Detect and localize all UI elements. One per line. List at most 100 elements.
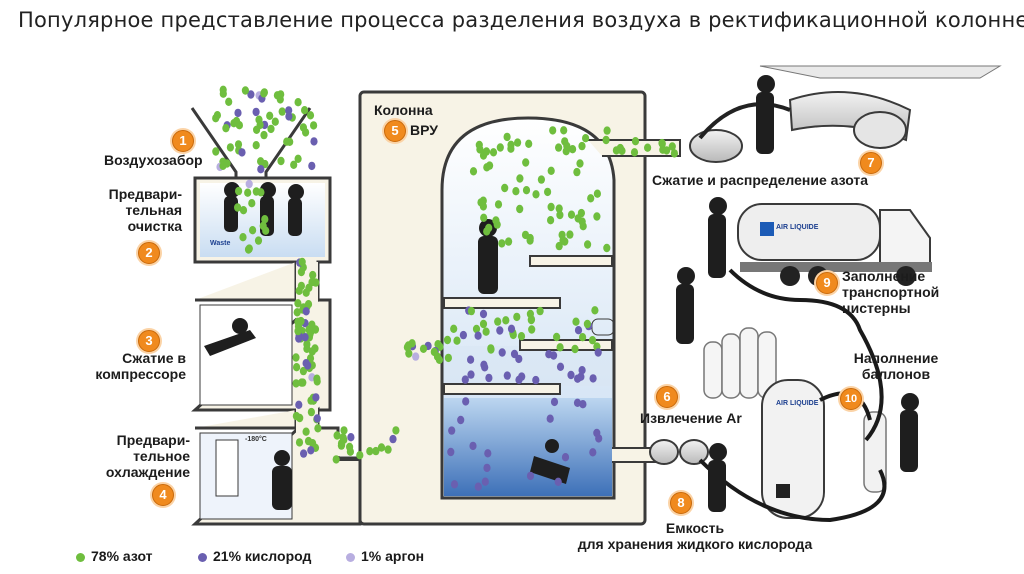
molecule-dot bbox=[310, 121, 318, 130]
molecule-dot bbox=[244, 245, 253, 254]
step-5-badge: 5 bbox=[384, 120, 406, 142]
molecule-dot bbox=[583, 319, 592, 329]
molecule-dot bbox=[561, 453, 570, 462]
molecule-dot bbox=[595, 434, 603, 443]
molecule-dot bbox=[292, 379, 300, 388]
molecule-dot bbox=[573, 398, 582, 407]
molecule-dot bbox=[249, 226, 257, 235]
step-5-label-bottom: ВРУ bbox=[410, 122, 438, 138]
molecule-dot bbox=[527, 315, 535, 325]
molecule-dot bbox=[405, 349, 413, 358]
molecule-dot bbox=[475, 140, 483, 150]
molecule-dot bbox=[447, 447, 455, 457]
molecule-dot bbox=[485, 223, 493, 233]
molecule-dot bbox=[479, 309, 488, 319]
molecule-dot bbox=[505, 237, 513, 246]
molecule-dot bbox=[513, 312, 521, 322]
molecule-dot bbox=[498, 239, 506, 248]
molecule-dot bbox=[448, 426, 456, 435]
molecule-dot bbox=[303, 344, 311, 353]
molecule-dot bbox=[501, 183, 509, 193]
molecule-dot bbox=[252, 141, 260, 150]
molecule-dot bbox=[502, 316, 510, 325]
molecule-dot bbox=[563, 141, 571, 151]
molecule-dot bbox=[384, 445, 392, 454]
page-title: Популярное представление процесса раздел… bbox=[18, 8, 1024, 32]
molecule-dot bbox=[482, 327, 490, 336]
molecule-dot bbox=[267, 124, 275, 134]
molecule-dot bbox=[301, 106, 309, 115]
step-3-badge: 3 bbox=[138, 330, 160, 352]
molecule-dot bbox=[314, 424, 322, 433]
molecule-dot bbox=[412, 352, 420, 361]
legend-nitrogen: 78% азот bbox=[76, 548, 153, 564]
molecule-dot bbox=[310, 137, 318, 146]
molecule-dot bbox=[526, 236, 534, 245]
molecule-dot bbox=[561, 237, 569, 246]
molecule-dot bbox=[225, 97, 233, 107]
molecule-dot bbox=[479, 202, 487, 211]
molecule-dot bbox=[293, 363, 301, 372]
molecule-dot bbox=[450, 324, 458, 333]
molecule-dot bbox=[457, 415, 465, 425]
molecule-dot bbox=[234, 108, 242, 118]
molecule-dot bbox=[545, 350, 553, 359]
legend-nitrogen-label: 78% азот bbox=[91, 548, 153, 564]
molecule-dot bbox=[294, 98, 302, 107]
molecule-dot bbox=[573, 167, 581, 177]
worker-figures bbox=[204, 75, 919, 512]
molecule-dot bbox=[482, 147, 491, 156]
molecule-dot bbox=[547, 202, 555, 212]
molecule-dot bbox=[514, 138, 522, 147]
nitrogen-compressor bbox=[689, 65, 1002, 163]
molecule-dot bbox=[295, 438, 304, 447]
molecule-dot bbox=[587, 194, 595, 203]
tank-brand-tag: AIR LIQUIDE bbox=[776, 400, 819, 407]
step-6-badge: 6 bbox=[656, 386, 678, 408]
molecule-dot bbox=[283, 137, 291, 146]
molecule-dot bbox=[492, 216, 500, 225]
molecule-dot bbox=[312, 393, 320, 402]
molecule-dot bbox=[273, 91, 281, 100]
molecule-dot bbox=[469, 441, 477, 451]
molecule-dot bbox=[261, 215, 269, 224]
molecule-dot bbox=[572, 317, 580, 326]
molecule-dot bbox=[419, 344, 428, 353]
step-8-badge: 8 bbox=[670, 492, 692, 514]
molecule-dot bbox=[332, 455, 340, 464]
molecule-dot bbox=[644, 143, 652, 152]
molecule-dot bbox=[285, 106, 293, 115]
molecule-dot bbox=[498, 348, 506, 357]
molecule-dot bbox=[234, 140, 243, 149]
lavender-dot-icon bbox=[346, 552, 355, 562]
molecule-dot bbox=[308, 278, 316, 287]
step-6-label: Извлечение Ar bbox=[640, 410, 742, 426]
molecule-dot bbox=[212, 114, 220, 123]
molecule-dot bbox=[311, 344, 319, 353]
molecule-dot bbox=[496, 326, 504, 335]
molecule-dot bbox=[631, 137, 640, 146]
legend-argon-label: 1% аргон bbox=[361, 548, 425, 564]
air-molecules bbox=[212, 85, 679, 491]
step-8-label: Емкость для хранения жидкого кислорода bbox=[577, 520, 813, 552]
molecule-dot bbox=[450, 480, 459, 489]
molecule-dot bbox=[234, 203, 242, 212]
molecule-dot bbox=[536, 306, 544, 316]
molecule-dot bbox=[313, 414, 321, 423]
molecule-dot bbox=[462, 397, 470, 406]
green-dot-icon bbox=[76, 552, 85, 562]
molecule-dot bbox=[507, 144, 515, 153]
step-4-label: Предвари- тельное охлаждение bbox=[105, 432, 190, 480]
molecule-dot bbox=[668, 142, 676, 151]
molecule-dot bbox=[235, 186, 243, 196]
molecule-dot bbox=[404, 341, 412, 350]
molecule-dot bbox=[252, 107, 260, 117]
molecule-dot bbox=[555, 241, 563, 251]
molecule-dot bbox=[295, 286, 303, 295]
molecule-dot bbox=[434, 340, 442, 349]
molecule-dot bbox=[663, 146, 671, 155]
molecule-dot bbox=[278, 107, 286, 116]
molecule-dot bbox=[226, 143, 234, 152]
molecule-dot bbox=[630, 148, 639, 157]
molecule-dot bbox=[485, 373, 493, 383]
